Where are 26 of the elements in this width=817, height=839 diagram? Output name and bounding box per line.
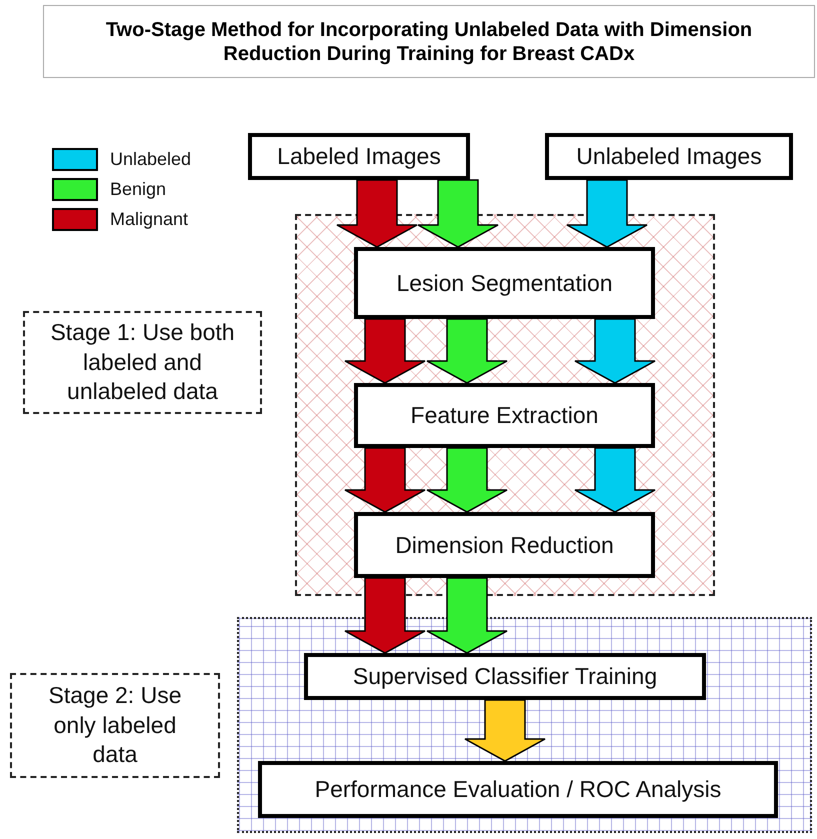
block-arrow: [344, 447, 426, 513]
process-box: Lesion Segmentation: [354, 247, 655, 319]
block-arrow: [336, 179, 418, 248]
process-box: Performance Evaluation / ROC Analysis: [258, 761, 778, 818]
block-arrow: [426, 318, 508, 384]
block-arrow: [426, 447, 508, 513]
block-arrow: [464, 699, 546, 762]
process-box: Feature Extraction: [354, 383, 655, 448]
legend-label: Malignant: [110, 209, 188, 230]
block-arrow: [574, 318, 656, 384]
stage-note: Stage 2: Use only labeled data: [10, 673, 220, 778]
process-box: Dimension Reduction: [354, 512, 655, 578]
process-box: Labeled Images: [248, 133, 470, 180]
block-arrow: [344, 577, 426, 654]
process-box: Unlabeled Images: [545, 133, 793, 180]
diagram-title: Two-Stage Method for Incorporating Unlabeled Data with Dimension Reduction During Training for Breast CADx: [43, 5, 815, 78]
legend-label: Unlabeled: [110, 149, 192, 170]
block-arrow: [344, 318, 426, 384]
process-box: Supervised Classifier Training: [304, 653, 706, 700]
stage-region: [237, 617, 812, 833]
block-arrow: [574, 447, 656, 513]
block-arrow: [417, 179, 499, 248]
stage-note: Stage 1: Use both labeled and unlabeled data: [23, 311, 262, 414]
legend-label: Benign: [110, 179, 166, 200]
block-arrow: [426, 577, 508, 654]
block-arrow: [566, 179, 648, 248]
